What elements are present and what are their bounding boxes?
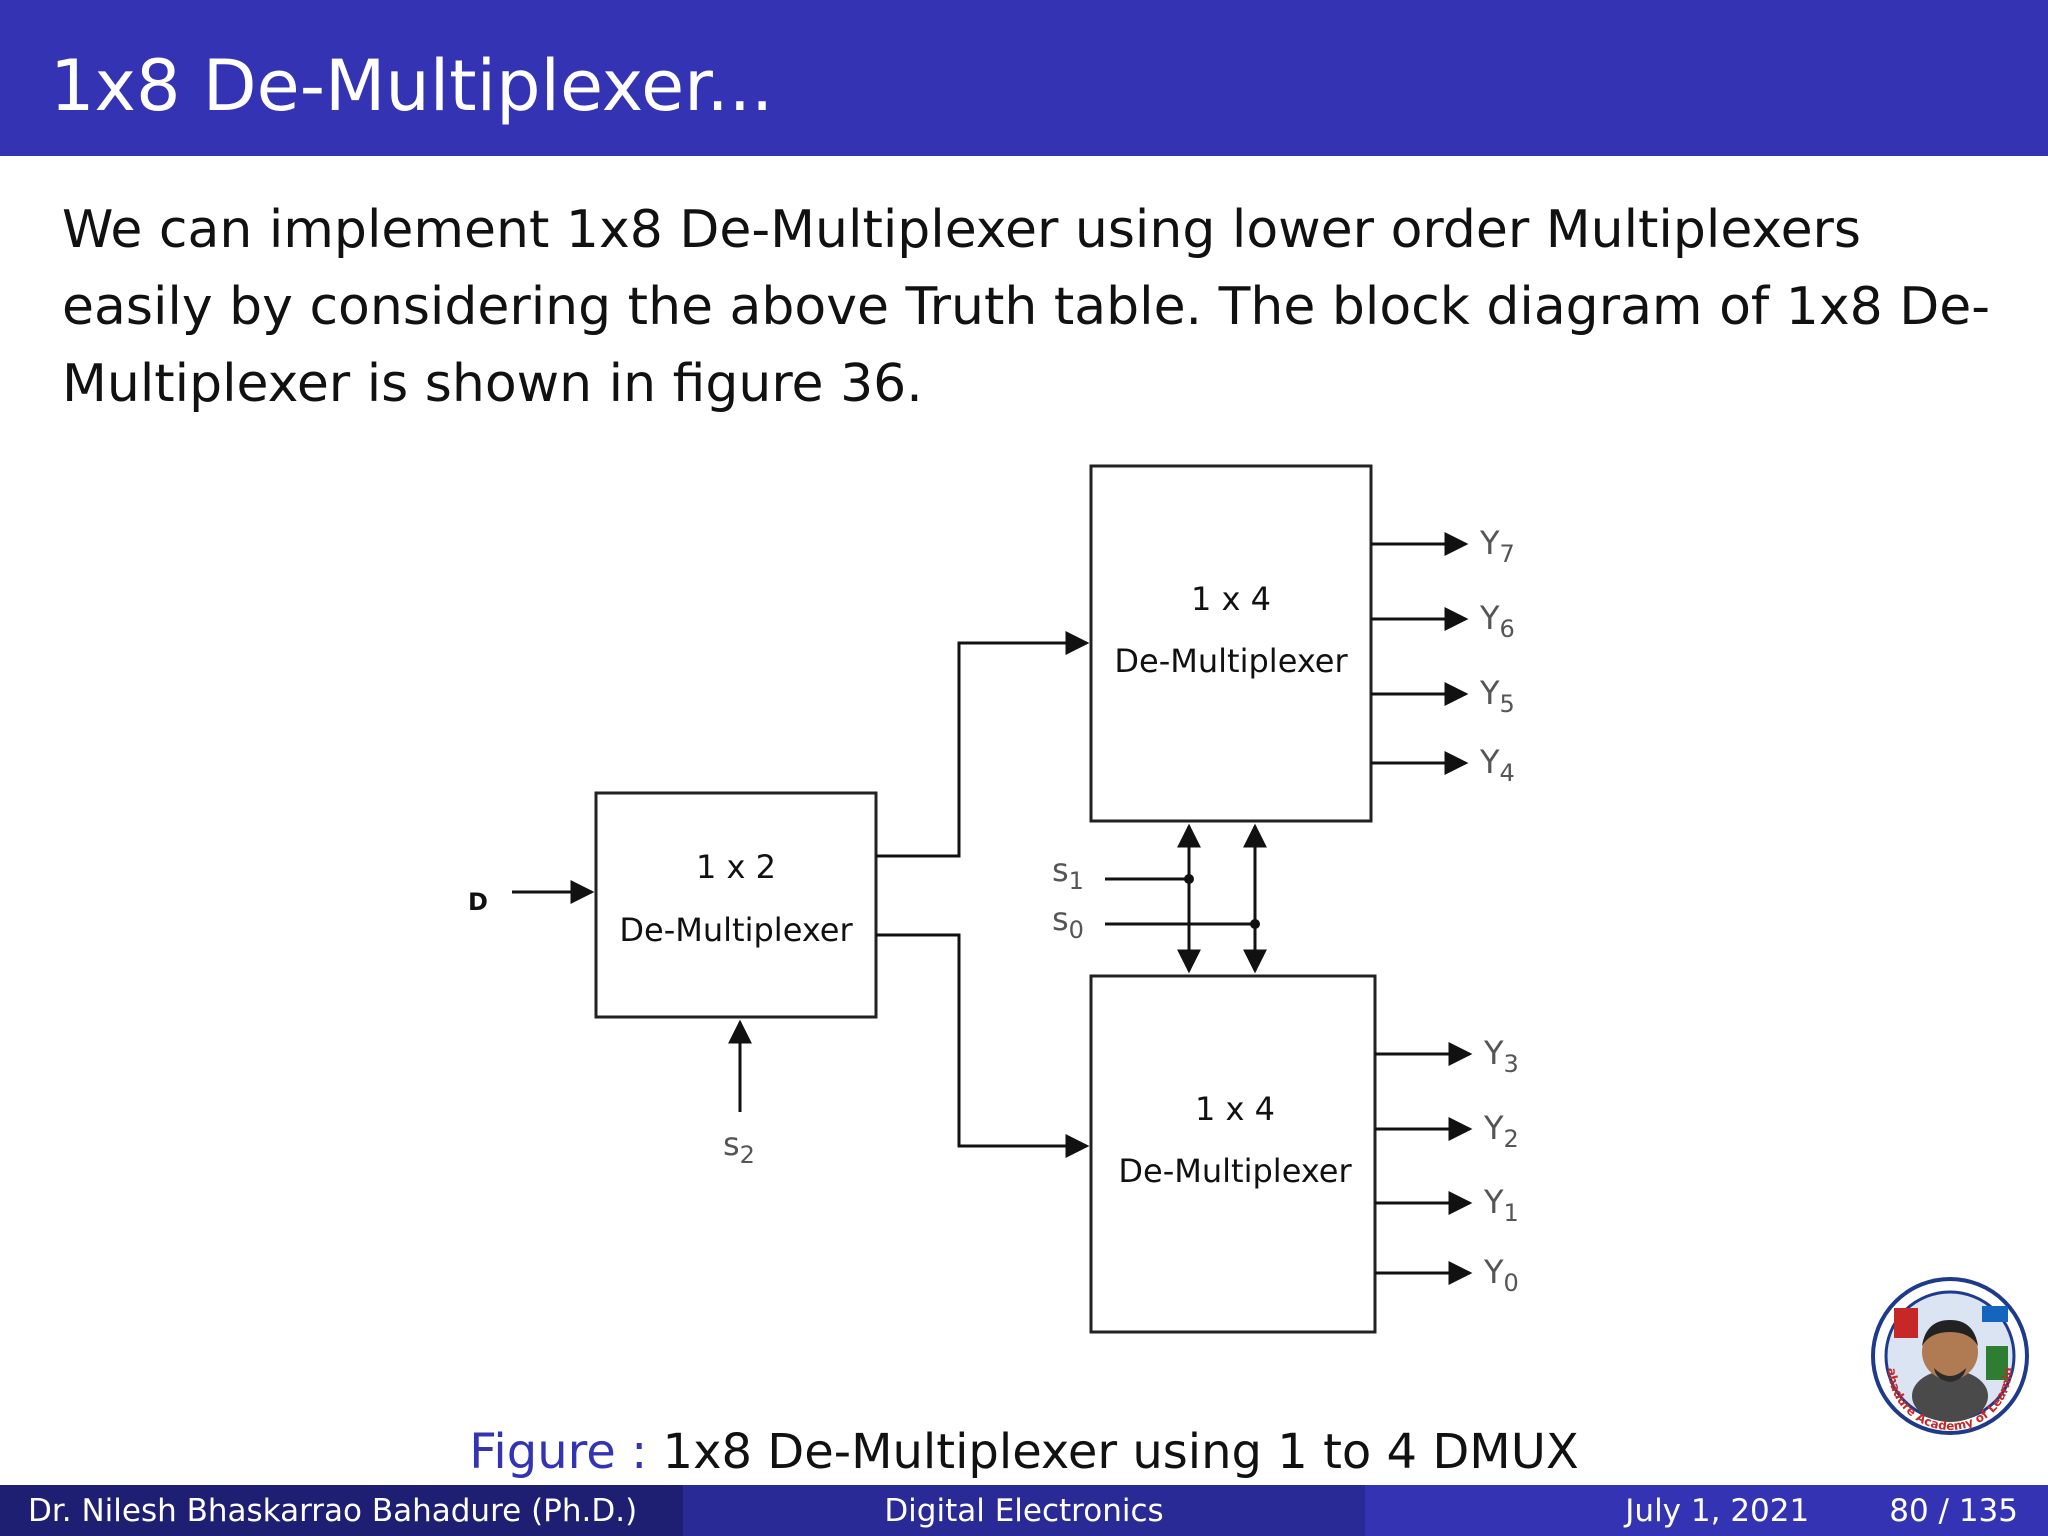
demux-top-line2: De-Multiplexer bbox=[1114, 642, 1348, 680]
top-outputs: Y7 Y6 Y5 Y4 bbox=[1371, 524, 1515, 787]
output-y5-label: Y5 bbox=[1479, 674, 1515, 718]
demux-bottom-line2: De-Multiplexer bbox=[1118, 1152, 1352, 1190]
output-y4-label: Y4 bbox=[1479, 743, 1515, 787]
footer-date-page: July 1, 2021 80 / 135 bbox=[1365, 1485, 2048, 1536]
bottom-outputs: Y3 Y2 Y1 Y0 bbox=[1375, 1034, 1519, 1297]
footer-course: Digital Electronics bbox=[683, 1485, 1365, 1536]
footer-author: Dr. Nilesh Bhaskarrao Bahadure (Ph.D.) bbox=[0, 1485, 683, 1536]
person-shoulders bbox=[1912, 1370, 1988, 1422]
slide-paragraph: We can implement 1x8 De-Multiplexer usin… bbox=[62, 200, 1991, 414]
demux-1x2-line2: De-Multiplexer bbox=[619, 911, 853, 949]
figure-caption-text: 1x8 De-Multiplexer using 1 to 4 DMUX bbox=[662, 1424, 1579, 1480]
demux-top-block: 1 x 4 De-Multiplexer bbox=[1089, 464, 1373, 823]
figure-caption-label: Figure : bbox=[469, 1424, 648, 1480]
wire-to-bottom-demux bbox=[876, 933, 1090, 1158]
person-face bbox=[1922, 1324, 1978, 1380]
demux-1x2-block: 1 x 2 De-Multiplexer bbox=[594, 791, 878, 1019]
footer-page-number: 80 / 135 bbox=[1889, 1492, 2018, 1529]
select-s0-label: s0 bbox=[1052, 900, 1084, 944]
demux-top-line1: 1 x 4 bbox=[1191, 580, 1271, 618]
output-y7-label: Y7 bbox=[1479, 524, 1515, 568]
output-y1-label: Y1 bbox=[1483, 1183, 1519, 1227]
demux-block-diagram: 1 x 2 De-Multiplexer 1 x 4 De-Multiplexe… bbox=[440, 450, 1600, 1350]
figure-caption: Figure : 1x8 De-Multiplexer using 1 to 4… bbox=[0, 1420, 2048, 1484]
select-s1-label: s1 bbox=[1052, 851, 1084, 895]
output-y6-label: Y6 bbox=[1479, 599, 1515, 643]
demux-bottom-block: 1 x 4 De-Multiplexer bbox=[1089, 974, 1377, 1334]
select-s2-label: s2 bbox=[723, 1125, 755, 1169]
footer-date: July 1, 2021 bbox=[1625, 1492, 1810, 1529]
demux-bottom-line1: 1 x 4 bbox=[1195, 1090, 1275, 1128]
wire-to-top-demux bbox=[876, 631, 1090, 858]
output-y2-label: Y2 bbox=[1483, 1109, 1519, 1153]
slide-footer: Dr. Nilesh Bhaskarrao Bahadure (Ph.D.) D… bbox=[0, 1485, 2048, 1536]
footer-course-text: Digital Electronics bbox=[884, 1492, 1164, 1529]
input-d-label: D bbox=[468, 888, 488, 916]
footer-author-text: Dr. Nilesh Bhaskarrao Bahadure (Ph.D.) bbox=[28, 1492, 638, 1529]
output-y3-label: Y3 bbox=[1483, 1034, 1519, 1078]
demux-1x2-line1: 1 x 2 bbox=[696, 848, 776, 886]
academy-logo: Bahadure Academy of Learning bbox=[1865, 1265, 2030, 1436]
slide-header: 1x8 De-Multiplexer... bbox=[0, 0, 2048, 156]
slide-title: 1x8 De-Multiplexer... bbox=[50, 45, 774, 127]
output-y0-label: Y0 bbox=[1483, 1253, 1519, 1297]
